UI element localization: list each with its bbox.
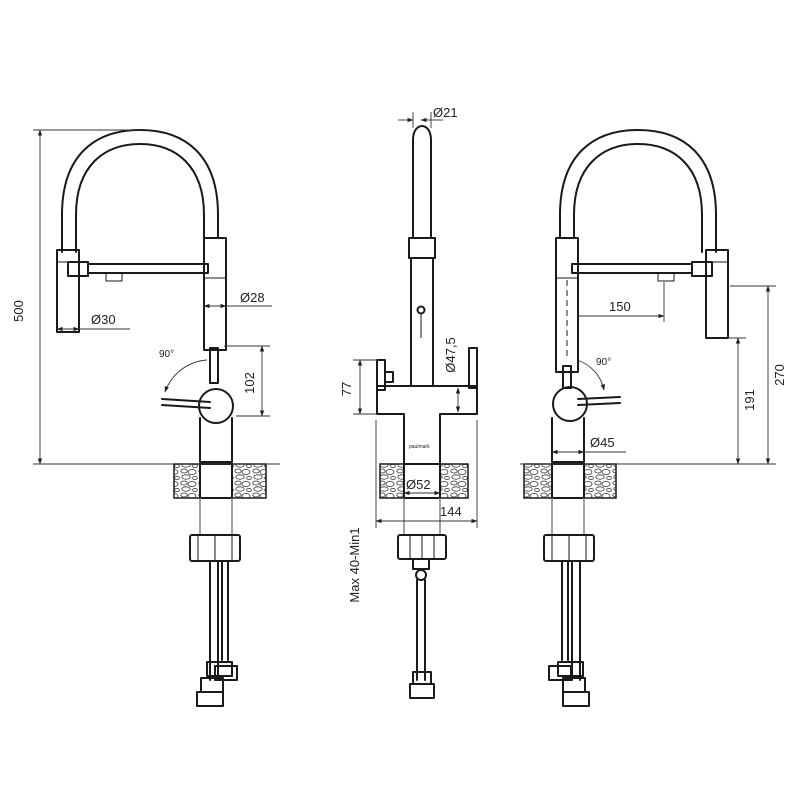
spray-head-diameter-label: Ø30 — [91, 312, 116, 327]
spout-diameter-label: Ø21 — [433, 105, 458, 120]
front-view: paulmark — [376, 125, 478, 699]
height-total-label: 500 — [11, 300, 26, 322]
base-diameter-label: Ø52 — [406, 477, 431, 492]
left-rotation-label: 90° — [159, 349, 174, 360]
outlet-height-label: 270 — [772, 364, 787, 386]
hose-diameter-label: Ø28 — [240, 290, 265, 305]
right-dimensions: 150 270 191 Ø45 90° — [520, 282, 787, 465]
base-width-label: 144 — [440, 504, 462, 519]
left-dimensions: 500 Ø30 Ø28 102 90° — [11, 129, 280, 465]
right-side-view — [523, 129, 729, 707]
body-diameter-label: Ø47,5 — [443, 337, 458, 372]
lever-height-right-label: 191 — [742, 389, 757, 411]
left-side-view — [56, 129, 267, 707]
brand-mark: paulmark — [409, 444, 430, 450]
handle-height-label: 102 — [242, 372, 257, 394]
front-dimensions: Ø21 Ø47,5 77 Ø52 144 Max 40-Min1 — [339, 105, 478, 603]
lever-height-label: 77 — [339, 382, 354, 396]
right-body-diameter-label: Ø45 — [590, 435, 615, 450]
reach-label: 150 — [609, 299, 631, 314]
countertop-thickness-label: Max 40-Min1 — [347, 527, 362, 602]
right-rotation-label: 90° — [596, 357, 611, 368]
